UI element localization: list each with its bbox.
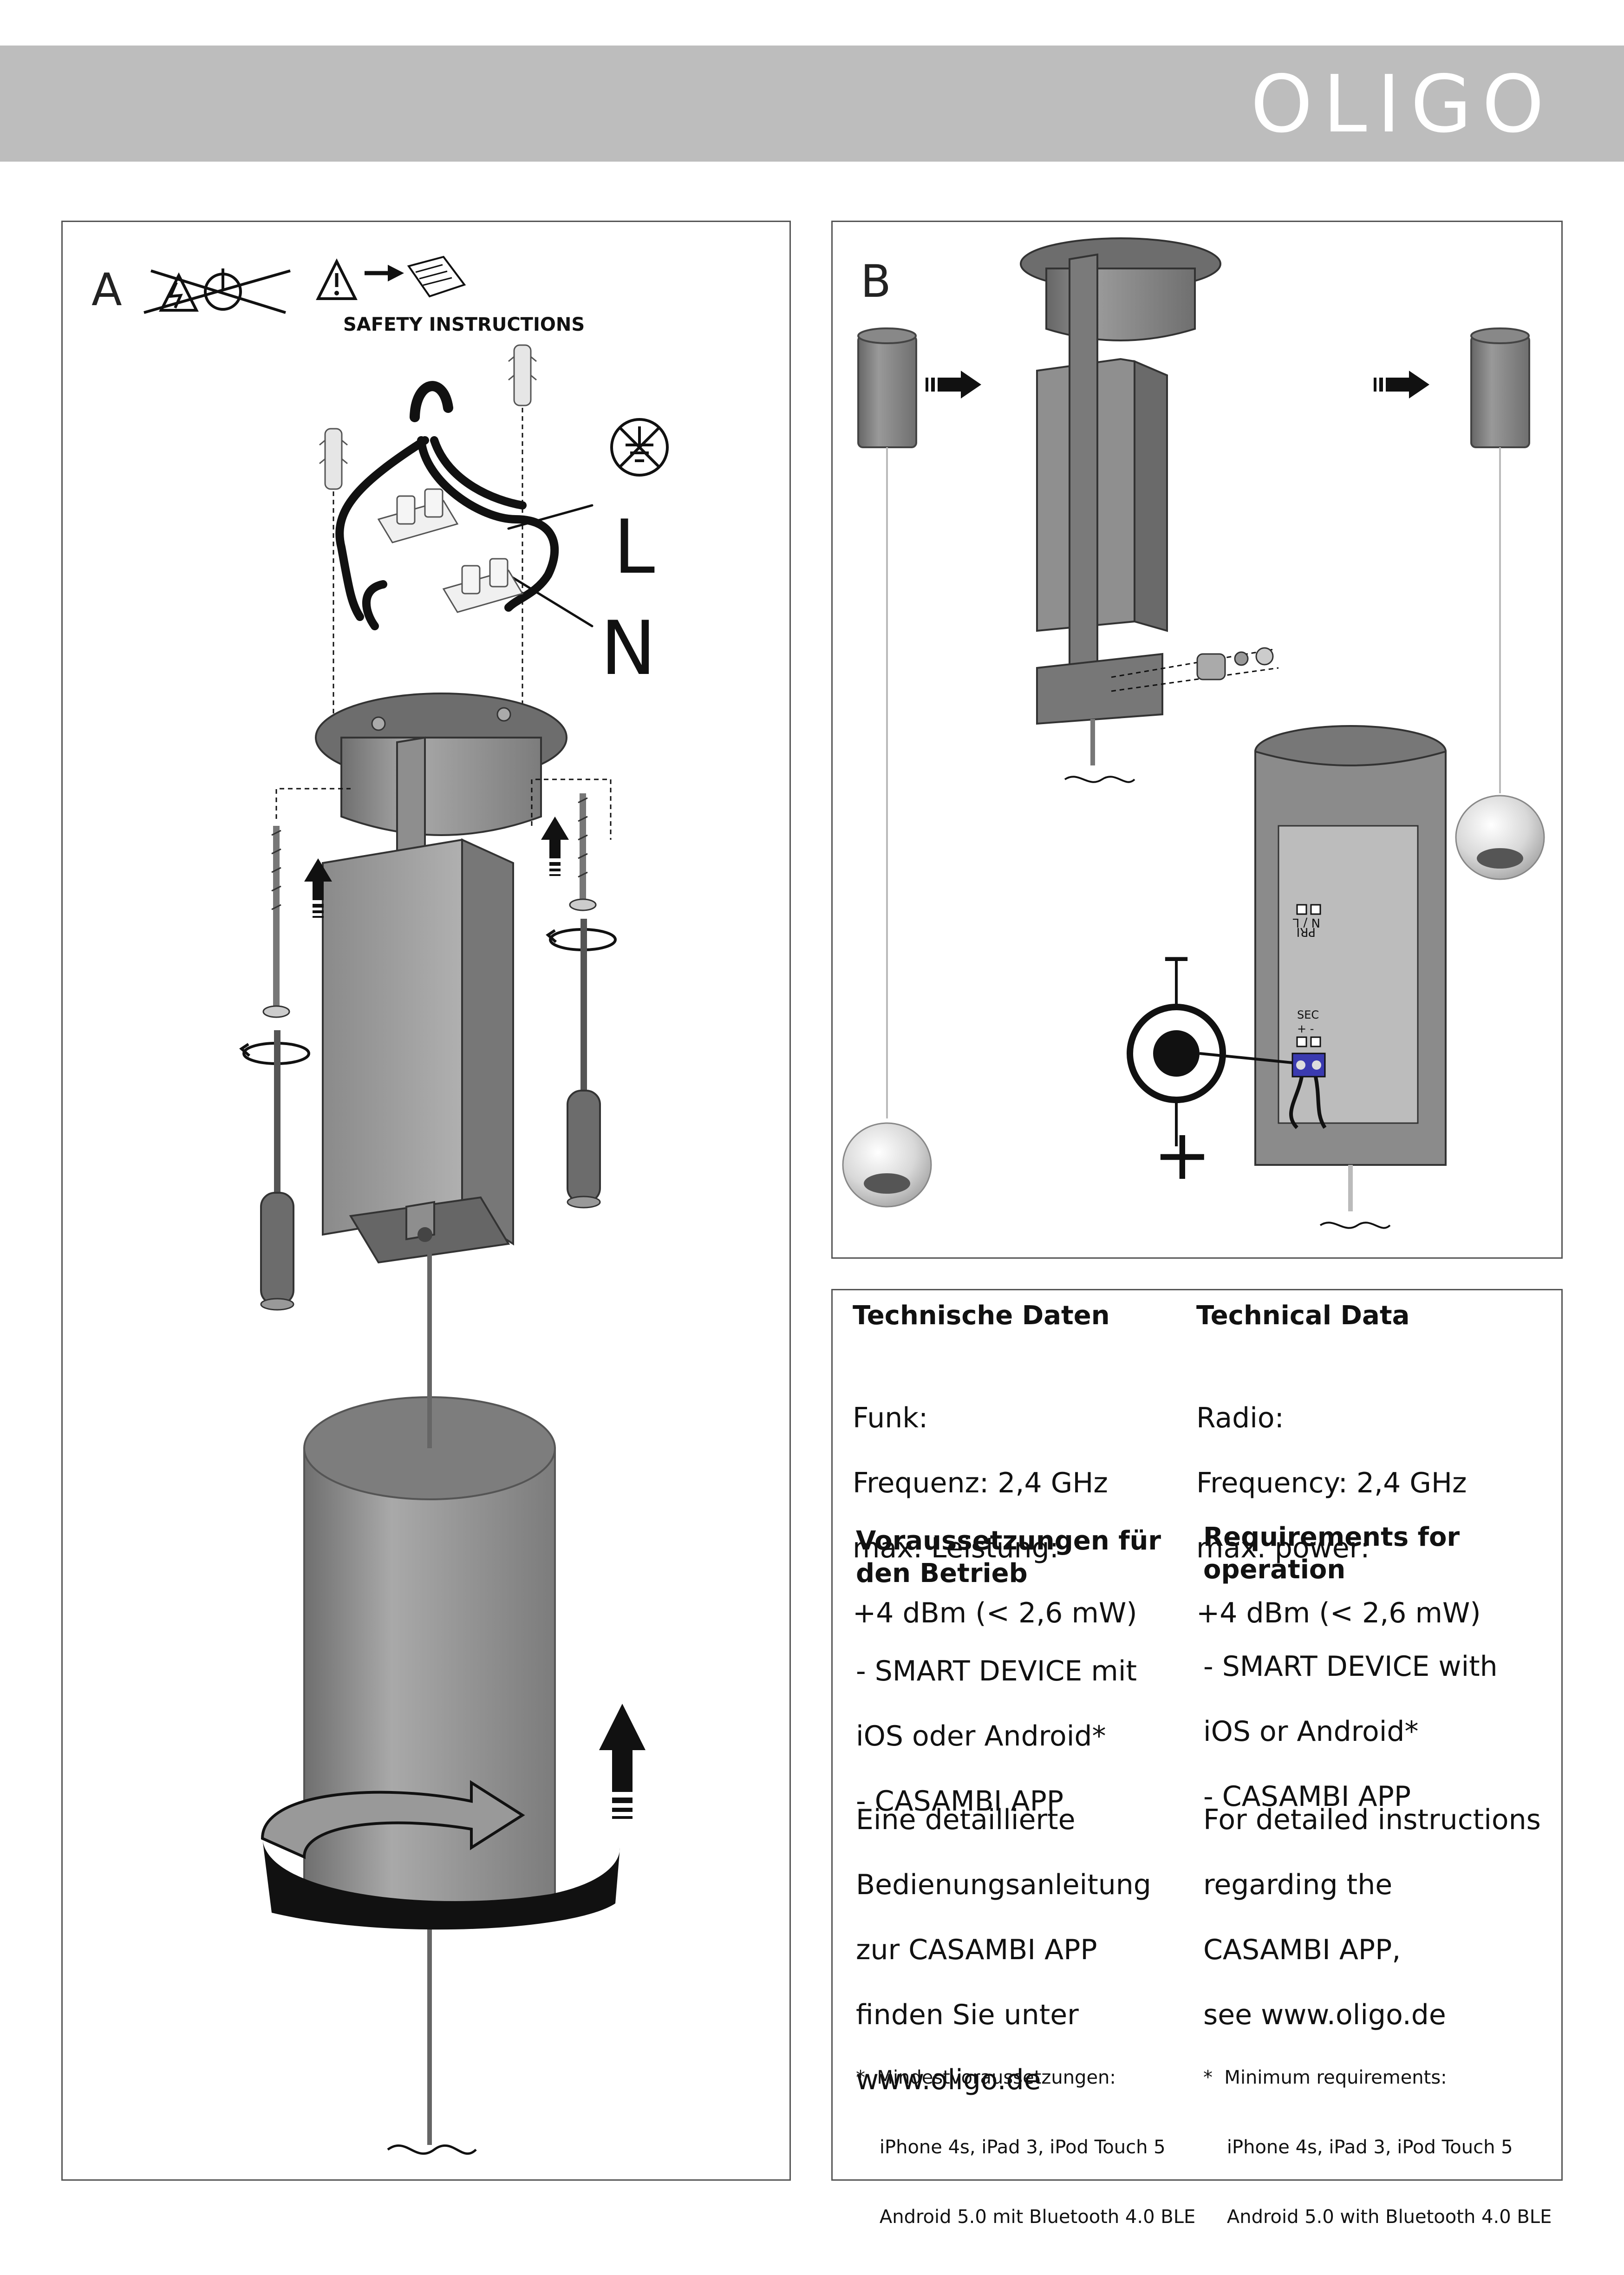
terminal-block-live [377, 488, 459, 543]
tech-title-de: Technische Daten [853, 1301, 1110, 1331]
mains-cable [335, 381, 594, 630]
panel-b-illustration: PRI N / L SEC + - – + [842, 237, 1545, 1229]
panel-b-connection: B [831, 221, 1563, 1259]
terminal-sec-signs: + - [1297, 1022, 1314, 1035]
no-power-warning-icon [143, 268, 291, 314]
read-manual-icon [316, 255, 466, 300]
driver-housing-detail [1254, 725, 1447, 1229]
instructions-note-de: Eine detaillierte Bedienungsanleitung zu… [856, 1804, 1151, 2096]
ceiling-canopy [315, 693, 567, 836]
screw-left [262, 826, 290, 1018]
wire-neutral-label: N [600, 605, 656, 692]
arrow-up-right-icon [541, 817, 569, 876]
radio-spec-en: Radio: Frequency: 2,4 GHz max. power: +4… [1196, 1402, 1481, 1629]
polarity-minus-label: – [1162, 923, 1190, 988]
tech-data-german-column: Technische Daten [853, 1300, 1187, 1332]
wall-plug-right [508, 344, 537, 406]
terminal-block-neutral [442, 558, 524, 613]
arrow-up-cylinder-icon [599, 1704, 646, 1819]
oligo-logo: OLIGO [1250, 59, 1554, 150]
panel-b-letter: B [861, 255, 891, 307]
canopy-driver-unit-top [1020, 237, 1221, 783]
requirements-list-en: - SMART DEVICE with iOS or Android* - CA… [1203, 1650, 1498, 1813]
safety-instructions-label: SAFETY INSTRUCTIONS [343, 314, 585, 335]
requirements-title-de: Voraussetzungen für den Betrieb [856, 1526, 1161, 1589]
tech-title-en: Technical Data [1196, 1301, 1410, 1331]
requirements-title-en: Requirements for operation [1203, 1522, 1460, 1585]
screwdriver-right [567, 919, 601, 1209]
polarity-plus-label: + [1153, 1115, 1212, 1196]
pendant-cylinder-left [842, 327, 932, 1208]
footnote-en: * Minimum requirements: iPhone 4s, iPad … [1203, 2067, 1552, 2228]
arrow-right-left-icon [926, 371, 981, 399]
terminal-pri-label: PRI [1297, 925, 1316, 939]
arrow-right-right-icon [1374, 371, 1429, 399]
arrow-up-left-icon [304, 858, 332, 918]
clamp-parts-exploded [1111, 647, 1279, 692]
wall-plug-left [319, 428, 348, 490]
mounting-bracket-and-driver [322, 736, 514, 1264]
brand-header-bar: OLIGO [0, 46, 1624, 162]
radio-spec-de: Funk: Frequenz: 2,4 GHz max. Leistung: +… [853, 1402, 1137, 1629]
panel-a-letter: A [91, 264, 122, 316]
wire-live-label: L [613, 503, 655, 590]
wire-break-symbol [387, 2144, 477, 2155]
screwdriver-left [260, 1030, 294, 1311]
panel-a-installation: A SAFETY INSTRUCTIONS L N [61, 221, 791, 2181]
terminal-sec-label: SEC [1297, 1008, 1319, 1021]
no-earth-ground-icon [610, 418, 669, 477]
terminal-nl-label: N / L [1292, 915, 1320, 929]
footnote-de: * Mindestvoraussetzungen: iPhone 4s, iPa… [856, 2067, 1196, 2228]
polarity-symbol-icon [1127, 961, 1293, 1146]
instructions-note-en: For detailed instructions regarding the … [1203, 1804, 1541, 2031]
panel-a-illustration [143, 255, 669, 2155]
rotate-cylinder-arrow-icon [261, 1780, 620, 1930]
technical-data-panel: Technische Daten Funk: Frequenz: 2,4 GHz… [831, 1289, 1563, 2228]
requirements-list-de: - SMART DEVICE mit iOS oder Android* - C… [856, 1655, 1137, 1817]
screw-right [569, 793, 597, 911]
pendant-cylinder-right [1455, 327, 1545, 880]
